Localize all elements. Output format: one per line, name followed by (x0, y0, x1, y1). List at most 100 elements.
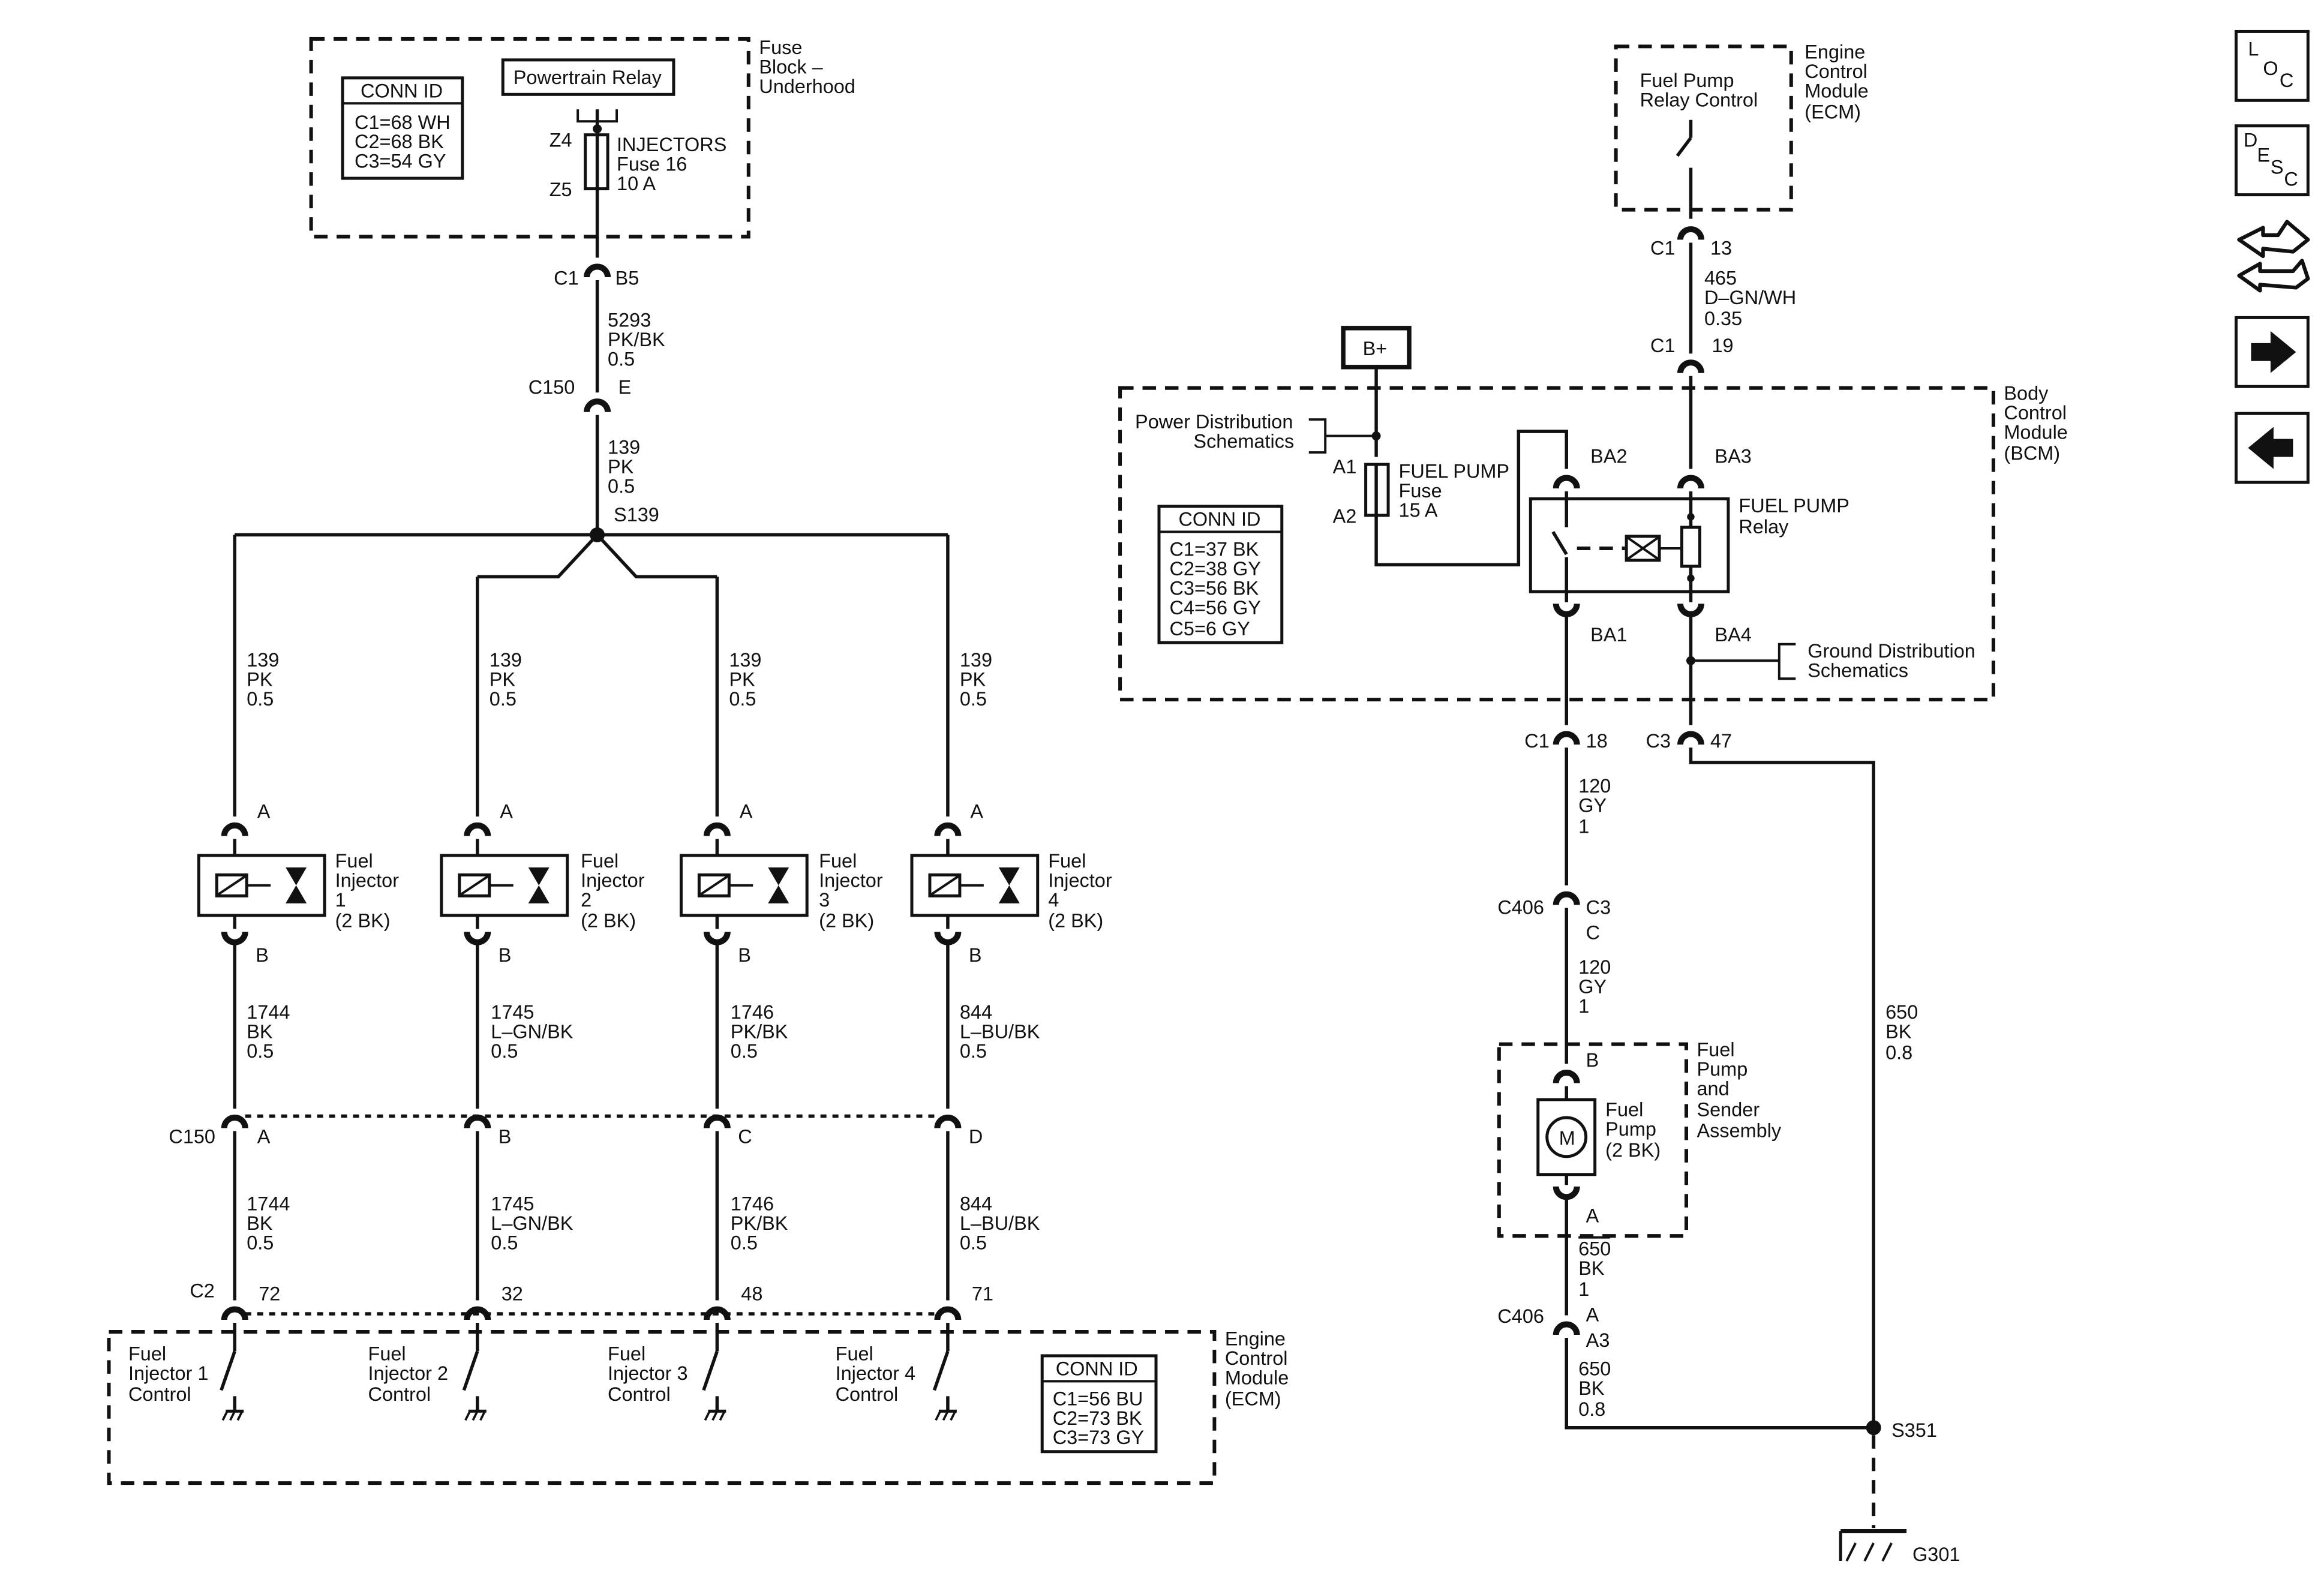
inj3-top-wire-number: 139 (729, 649, 761, 671)
injector-4-label-4: (2 BK) (1048, 910, 1103, 932)
pump-pin-a: A (1586, 1205, 1599, 1227)
inj4-pin-a: A (970, 800, 983, 822)
connector-swap-icon[interactable] (2237, 220, 2310, 293)
arrow-right-button[interactable] (2234, 316, 2310, 388)
ecm-right-name-3: Module (1804, 80, 1868, 101)
ground-distribution-label: Ground Distribution (1807, 640, 1975, 662)
fuse-block-conn-c1: C1=68 WH (355, 112, 451, 133)
wire-465-number: 465 (1704, 267, 1737, 289)
connector-c406-label: C406 (1497, 896, 1544, 918)
relay-pin-ba2: BA2 (1590, 446, 1627, 467)
wire-120b-size: 1 (1578, 995, 1589, 1017)
desc-letter-s: S (2271, 157, 2284, 178)
ecm-pin-13: 13 (1710, 238, 1732, 259)
inj4-c150-pin: D (969, 1125, 983, 1147)
fuse-block-name-2: Block – (759, 56, 823, 77)
inj2-top-wire-size: 0.5 (490, 688, 517, 710)
inj2-control-label-3: Control (368, 1383, 431, 1405)
inj1-top-wire-number: 139 (247, 649, 279, 671)
injector-4-label-2: Injector (1048, 869, 1112, 891)
inj1-control-label-3: Control (128, 1383, 191, 1405)
injector-1-label-2: Injector (335, 869, 400, 891)
injector-3-label-3: 3 (819, 889, 830, 911)
connector-c1-label: C1 (554, 267, 579, 289)
inj4-top-wire-size: 0.5 (960, 688, 987, 710)
fuse-block-underhood: Fuse Block – Underhood CONN ID C1=68 WH … (309, 37, 855, 258)
bcm-name: Body (2004, 383, 2049, 404)
inj2-ecm-pin: 32 (502, 1283, 523, 1305)
fuel-pump-label-3: (2 BK) (1605, 1139, 1661, 1161)
power-distribution-label-2: Schematics (1193, 431, 1294, 452)
fuel-pump-relay-control-label-2: Relay Control (1640, 89, 1758, 110)
wire-650b-number: 650 (1578, 1358, 1611, 1379)
bcm: B+ Body Control Module (BCM) Power Distr… (1118, 326, 2068, 725)
injector-2-circuit: 139 PK 0.5 A Fuel Injector 2 (2 BK) B 17… (368, 577, 645, 1420)
fuel-pump-fuse-label: FUEL PUMP (1399, 461, 1510, 482)
fuse-pin-a1: A1 (1333, 456, 1357, 478)
splice-s351-label: S351 (1891, 1419, 1937, 1441)
inj1-wire-size: 0.5 (247, 1040, 274, 1062)
inj2-wire2-number: 1745 (491, 1193, 534, 1215)
injector-1-label: Fuel (335, 850, 373, 872)
inj1-wire2-size: 0.5 (247, 1232, 274, 1254)
wire-650b-size: 0.8 (1578, 1398, 1605, 1420)
fuse-pin-z4: Z4 (550, 130, 572, 151)
fuel-pump-assembly-label-5: Assembly (1697, 1119, 1781, 1141)
wire-139-number: 139 (608, 437, 640, 458)
inj3-wire2-size: 0.5 (731, 1232, 758, 1254)
injectors-fuse-label: INJECTORS (617, 134, 726, 155)
inj1-c150-pin: A (257, 1125, 271, 1147)
inj4-wire-size: 0.5 (960, 1040, 987, 1062)
fuel-pump-assembly-label: Fuel (1697, 1038, 1734, 1060)
inj2-pin-b: B (499, 944, 512, 966)
inj2-top-wire-color: PK (490, 669, 516, 691)
ecm-left-name-3: Module (1225, 1367, 1289, 1388)
desc-letter-c: C (2284, 169, 2298, 190)
fuel-pump-relay-label: FUEL PUMP (1739, 495, 1849, 517)
inj3-ecm-pin: 48 (741, 1283, 762, 1305)
bcm-conn-c3: C3=56 BK (1169, 577, 1259, 599)
pin-b5-label: B5 (615, 267, 639, 289)
pump-pin-b: B (1586, 1049, 1599, 1071)
inj3-pin-a: A (740, 800, 753, 822)
injector-3-circuit: 139 PK 0.5 A Fuel Injector 3 (2 BK) B 17… (608, 577, 883, 1420)
ground-icon (936, 1411, 957, 1420)
ground-icon (705, 1411, 726, 1420)
wire-650-right-size: 0.8 (1885, 1041, 1912, 1063)
inj1-top-wire-size: 0.5 (247, 688, 274, 710)
wire-120-number: 120 (1578, 775, 1611, 797)
inj2-control-label-2: Injector 2 (368, 1362, 449, 1384)
inj2-wire2-color: L–GN/BK (491, 1212, 573, 1234)
ground-g301-label: G301 (1912, 1544, 1960, 1565)
chassis-ground-icon (1839, 1529, 1907, 1562)
inj1-control-label-2: Injector 1 (128, 1362, 209, 1384)
injector-1-label-4: (2 BK) (335, 910, 391, 932)
loc-button[interactable]: L O C (2234, 29, 2310, 102)
bcm-name-4: (BCM) (2004, 443, 2060, 464)
injector-1-circuit: 139 PK 0.5 A Fuel Injector 1 (2 BK) B 17… (128, 535, 399, 1420)
inj3-top-wire-color: PK (729, 669, 755, 691)
fuel-pump-fuse-label-2: Fuse (1399, 480, 1442, 502)
bcm-name-2: Control (2004, 402, 2067, 424)
inj1-wire2-number: 1744 (247, 1193, 290, 1215)
c406-pin-c3: C3 (1586, 896, 1611, 918)
inj3-wire2-number: 1746 (731, 1193, 774, 1215)
inj3-wire-size: 0.5 (731, 1040, 758, 1062)
arrow-left-button[interactable] (2234, 412, 2310, 484)
bcm-conn-title: CONN ID (1178, 508, 1260, 530)
arrow-right-icon (2251, 331, 2296, 373)
loc-letter-o: O (2263, 58, 2278, 79)
inj2-wire-number: 1745 (491, 1001, 534, 1023)
wire-650-right-number: 650 (1885, 1001, 1918, 1023)
ground-distribution-label-2: Schematics (1807, 660, 1908, 682)
desc-button[interactable]: D E S C (2234, 124, 2310, 197)
loc-letter-l: L (2248, 38, 2259, 59)
inj2-wire-color: L–GN/BK (491, 1021, 573, 1043)
fuel-pump-assembly-label-2: Pump (1697, 1058, 1747, 1080)
fuse-pin-a2: A2 (1333, 506, 1357, 527)
inj3-wire-color: PK/BK (731, 1021, 788, 1043)
fuse-block-conn-c3: C3=54 GY (355, 151, 446, 172)
inj3-top-wire-size: 0.5 (729, 688, 756, 710)
inj4-wire-number: 844 (960, 1001, 992, 1023)
